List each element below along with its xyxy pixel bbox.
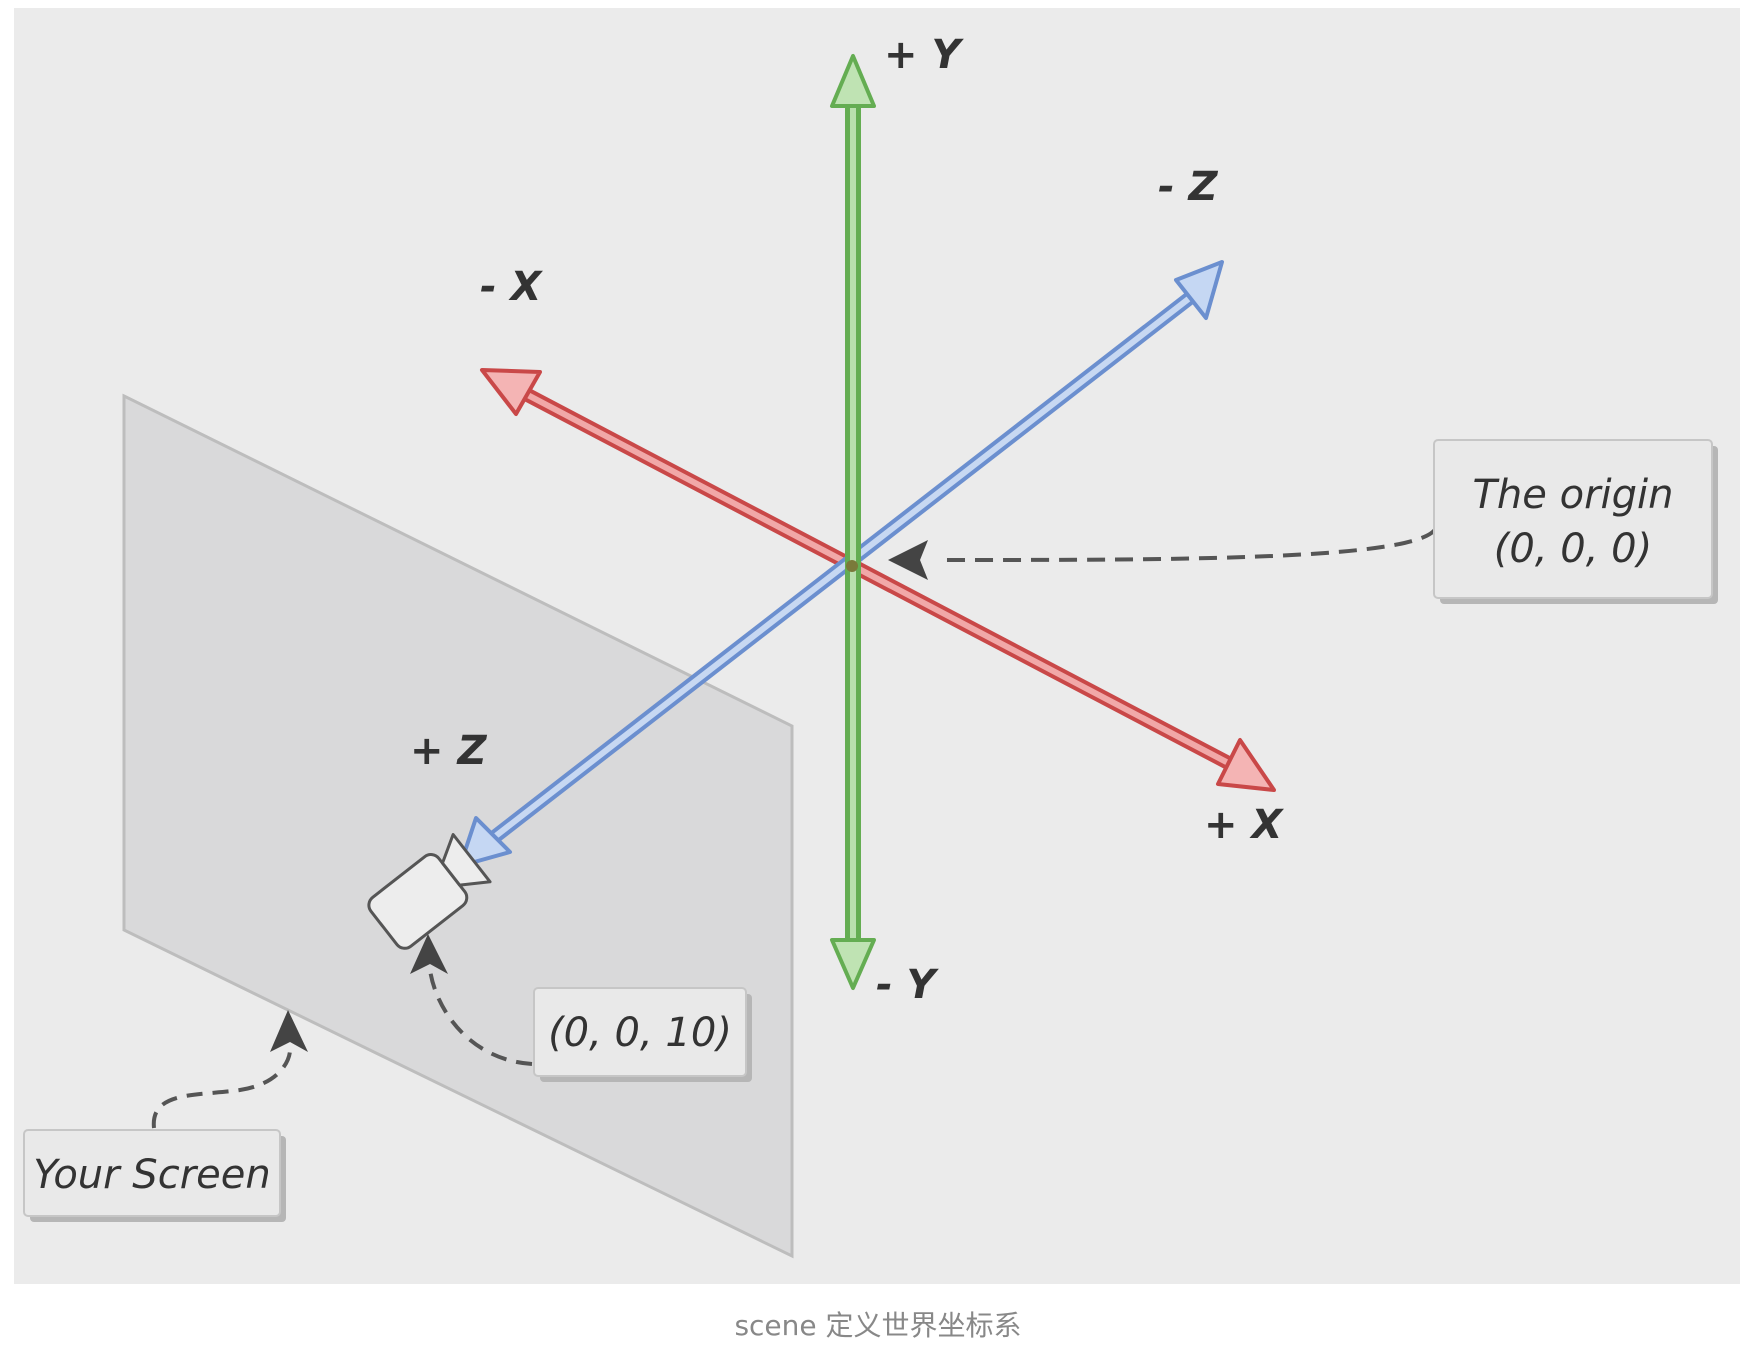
screen-leader-arrowhead [270,1010,308,1052]
camera-leader-arrowhead [410,934,448,974]
figure-caption: scene 定义世界坐标系 [734,1309,1022,1342]
diagram-canvas: The origin (0, 0, 0) (0, 0, 10) Your Scr… [14,8,1740,1284]
origin-callout: The origin (0, 0, 0) [1433,439,1718,604]
origin-leader-arrowhead [888,540,928,580]
x-axis [480,368,1276,792]
origin-callout-line1: The origin [1473,472,1674,518]
minus-x-arrowhead [480,368,542,416]
origin-leader-line [939,526,1438,562]
camera-position-text: (0, 0, 10) [548,1010,732,1056]
z-axis [458,260,1224,868]
screen-callout: Your Screen [23,1129,286,1222]
plus-y-label: + Y [884,32,964,78]
camera-position-callout: (0, 0, 10) [533,987,752,1082]
plus-y-arrowhead [830,54,876,108]
minus-z-label: - Z [1158,164,1219,210]
plus-x-arrowhead [1216,738,1276,792]
camera-icon [367,832,492,950]
minus-y-label: - Y [876,962,940,1008]
origin-point [846,560,858,572]
screen-leader-line [151,1049,292,1129]
minus-x-label: - X [480,264,544,310]
screen-callout-text: Your Screen [33,1152,270,1198]
y-axis [830,54,876,990]
plus-z-label: + Z [410,728,487,774]
origin-callout-line2: (0, 0, 0) [1494,526,1652,572]
plus-z-arrowhead [458,816,512,868]
minus-z-arrowhead [1174,260,1224,320]
camera-leader-line [428,969,533,1066]
plus-x-label: + X [1204,802,1284,848]
minus-y-arrowhead [830,938,876,990]
